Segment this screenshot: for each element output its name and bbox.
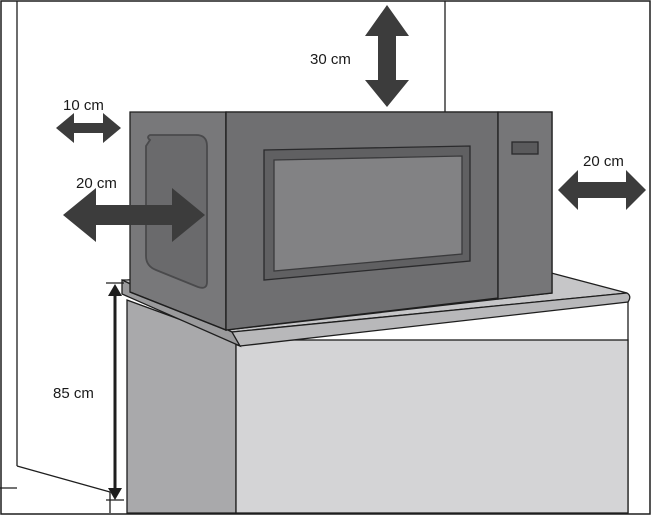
left-clearance-label: 10 cm <box>63 97 104 114</box>
top-clearance-arrow-icon <box>365 5 409 107</box>
side-clearance-right-arrow-icon <box>558 170 646 210</box>
left-clearance-arrow-icon <box>56 113 121 143</box>
side-clearance-left-arrow-icon <box>63 188 205 242</box>
counter-height-dimension <box>106 282 124 501</box>
side-clearance-right-label: 20 cm <box>583 153 624 170</box>
microwave-illustration <box>129 111 553 331</box>
side-clearance-left-label: 20 cm <box>76 175 117 192</box>
counter-height-label: 85 cm <box>53 385 94 402</box>
top-clearance-label: 30 cm <box>310 51 351 68</box>
clearance-arrows <box>56 5 646 242</box>
